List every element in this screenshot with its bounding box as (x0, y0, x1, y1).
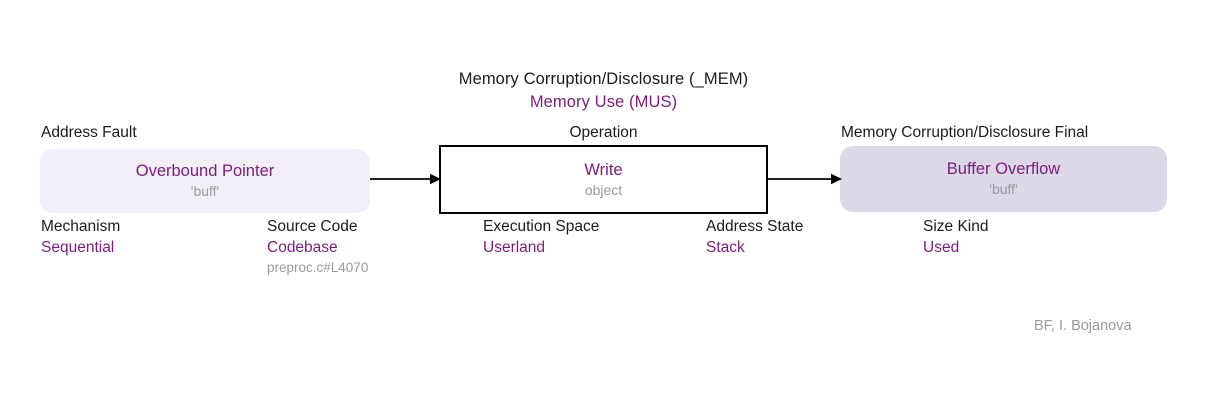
footer-credit: BF, I. Bojanova (1034, 318, 1132, 334)
attribute-source-code-value: Codebase (267, 239, 338, 256)
node-header-address-fault: Address Fault (41, 124, 137, 141)
node-memory-corruption-disclosure-final-subtitle: 'buff' (989, 181, 1018, 197)
node-memory-corruption-disclosure-final-title: Buffer Overflow (946, 160, 1061, 178)
attribute-execution-space-value: Userland (483, 239, 546, 256)
attribute-size-kind: Size Kind Used (923, 217, 988, 258)
node-header-memory-corruption-disclosure-final: Memory Corruption/Disclosure Final (841, 124, 1089, 141)
attribute-size-kind-name: Size Kind (923, 218, 989, 235)
attribute-address-state-name: Address State (706, 218, 804, 235)
node-address-fault-title: Overbound Pointer (135, 162, 275, 180)
node-memory-corruption-disclosure-final[interactable]: Buffer Overflow 'buff' (840, 146, 1167, 212)
attribute-address-state-value: Stack (706, 239, 745, 256)
attribute-source-code: Source Code Codebase preproc.c#L4070 (267, 217, 368, 278)
node-operation-subtitle: object (584, 181, 623, 198)
node-operation[interactable]: Write object (439, 145, 768, 214)
diagram-title-block: Memory Corruption/Disclosure (_MEM) Memo… (0, 68, 1207, 114)
attribute-execution-space-name: Execution Space (483, 218, 600, 235)
node-address-fault[interactable]: Overbound Pointer 'buff' (40, 149, 370, 213)
arrow-operation-to-memory-corruption-disclosure-final (767, 173, 842, 185)
arrow-address-fault-to-operation (370, 173, 441, 185)
attribute-source-code-location: preproc.c#L4070 (267, 260, 369, 275)
attribute-source-code-name: Source Code (267, 218, 358, 235)
diagram-title-sub: Memory Use (MUS) (529, 93, 678, 111)
attribute-execution-space: Execution Space Userland (483, 217, 599, 258)
attribute-mechanism: Mechanism Sequential (41, 217, 120, 258)
node-operation-title: Write (584, 160, 623, 179)
attribute-mechanism-value: Sequential (41, 239, 115, 256)
diagram-title-main: Memory Corruption/Disclosure (_MEM) (458, 70, 749, 88)
attribute-address-state: Address State Stack (706, 217, 803, 258)
node-address-fault-subtitle: 'buff' (190, 183, 220, 199)
attribute-mechanism-name: Mechanism (41, 218, 121, 235)
attribute-size-kind-value: Used (923, 239, 960, 256)
node-header-operation: Operation (569, 124, 638, 141)
